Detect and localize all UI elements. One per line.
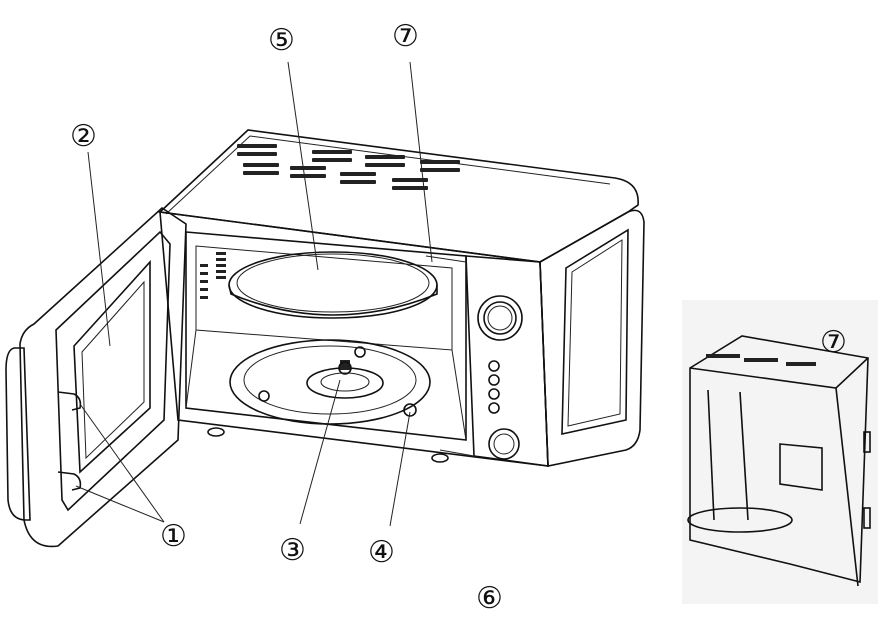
waveguide-cover (779, 443, 823, 491)
indicator-buttons (488, 360, 500, 414)
microwave-oven-drawing (5, 129, 645, 548)
callout-1: ① (160, 519, 187, 554)
callout-3: ③ (279, 533, 306, 568)
top-vents (237, 144, 460, 190)
door-handle (5, 347, 31, 521)
callout-6: ⑥ (476, 581, 503, 616)
inset-detail: ⑦ (682, 300, 878, 604)
roller-ring (229, 339, 431, 425)
callout-labels: ① ② ③ ④ ⑤ ⑥ ⑦ (70, 19, 503, 616)
oven-cavity (185, 231, 467, 441)
side-window (561, 228, 629, 435)
door-window (73, 259, 151, 474)
callout-4: ④ (368, 535, 395, 570)
callout-7: ⑦ (392, 19, 419, 54)
control-panel (465, 255, 549, 467)
callout-5: ⑤ (268, 23, 295, 58)
oven-door (5, 206, 187, 548)
timer-dial (477, 295, 523, 341)
power-dial (488, 428, 520, 460)
turntable-coupler (306, 360, 384, 399)
cavity-vents (200, 252, 226, 299)
glass-tray (228, 251, 438, 319)
cabinet-top (158, 129, 639, 263)
inset-callout-7: ⑦ (820, 325, 847, 360)
cabinet-right-side (539, 209, 645, 467)
callout-2: ② (70, 119, 97, 154)
